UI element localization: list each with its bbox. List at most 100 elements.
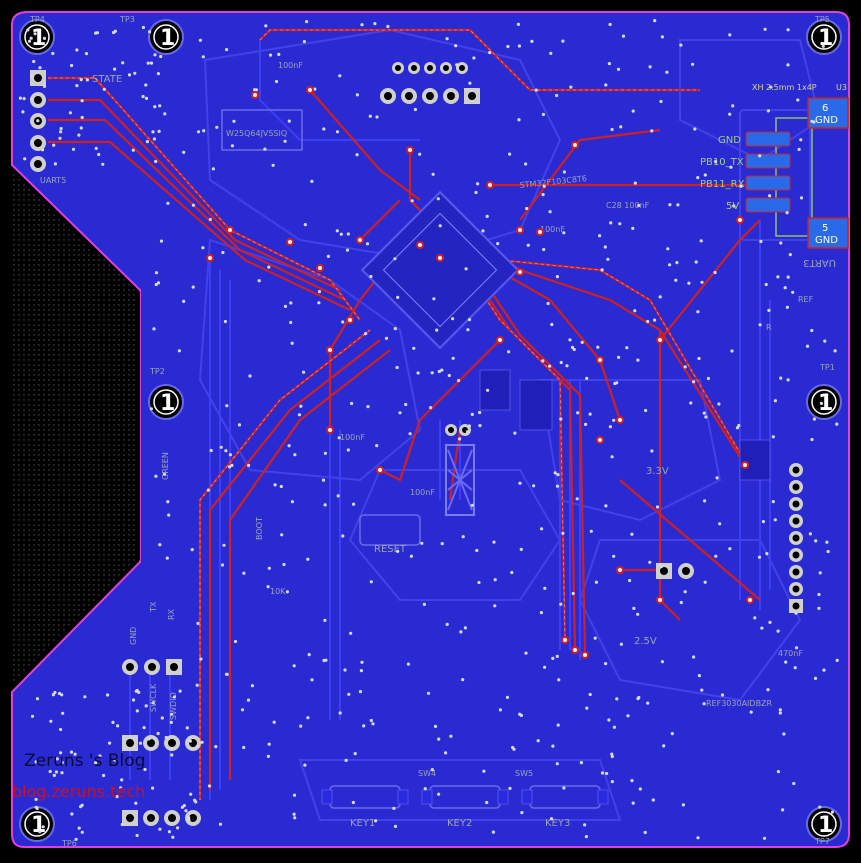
header-pin-hole — [168, 739, 176, 747]
flash-chip — [221, 109, 303, 151]
tp6-label: TP6 — [61, 839, 77, 848]
header-pin-hole — [170, 663, 178, 671]
header-pin-hole — [126, 663, 134, 671]
c28-label: C28 100nF — [606, 201, 650, 210]
uart-header-left — [30, 70, 46, 172]
header-pin-hole — [126, 814, 134, 822]
header-pin-hole — [459, 65, 465, 71]
mounting-hole-label: 1 — [818, 391, 833, 416]
state-label: STATE — [92, 74, 122, 85]
green-label: GREEN — [161, 452, 170, 480]
reset-label: RESET — [374, 544, 407, 555]
tp4-label: TP4 — [29, 15, 45, 24]
ref-label: REF — [798, 295, 814, 304]
mounting-hole: 1 — [806, 19, 842, 55]
header-pin-hole — [426, 92, 434, 100]
uart3-pad6-num: 6 — [822, 103, 828, 114]
swd-header — [122, 659, 201, 826]
mounting-hole-label: 1 — [160, 391, 175, 416]
header-pin-hole — [792, 500, 800, 508]
sw5-label: SW5 — [515, 769, 533, 778]
uart3-header-name: U3 — [836, 83, 847, 92]
header-pin-hole — [443, 65, 449, 71]
header-pin-hole — [411, 65, 417, 71]
cap-label-3: 100nF — [410, 488, 435, 497]
uart3-pad5-name: GND — [815, 235, 838, 246]
header-pin-hole — [792, 602, 800, 610]
header-pin-hole — [792, 483, 800, 491]
header-pin-hole — [792, 534, 800, 542]
tp2-label: TP2 — [149, 367, 165, 376]
watermark-url: blog.zeruns.tech — [12, 782, 145, 801]
key3-label: KEY3 — [545, 818, 570, 829]
crystal — [445, 444, 475, 516]
mounting-hole: 1 — [148, 19, 184, 55]
flash-label: W25Q64JVSSIQ — [226, 129, 287, 138]
header-pin-hole — [148, 663, 156, 671]
key1-label: KEY1 — [350, 818, 375, 829]
header-pin-hole — [147, 739, 155, 747]
header-pin-hole — [168, 814, 176, 822]
header-pin-hole — [792, 466, 800, 474]
res-label: R — [766, 323, 772, 332]
tp7-label: TP7 — [814, 837, 830, 846]
key-switch-pads — [321, 789, 609, 805]
uart3-pin-gnd: GND — [718, 135, 741, 146]
header-pin-hole — [147, 814, 155, 822]
uart5-label: UART5 — [40, 176, 66, 185]
right-header — [789, 463, 803, 613]
header-pin-hole — [427, 65, 433, 71]
uart3-pad5-num: 5 — [822, 223, 828, 234]
uart3-title: UART3 — [803, 257, 836, 268]
header-pin-hole — [384, 92, 392, 100]
header-pin-hole — [468, 92, 476, 100]
header-pin-hole — [447, 92, 455, 100]
key2-label: KEY2 — [447, 818, 472, 829]
cap-label-1: 100nF — [278, 61, 303, 70]
two-pin-connector — [656, 563, 694, 579]
tx-label: TX — [149, 601, 158, 613]
mcu-chip — [360, 190, 520, 350]
uart3-pin-tx: PB10_TX — [700, 157, 744, 168]
tp1-label: TP1 — [819, 363, 835, 372]
mounting-hole: 1 — [806, 384, 842, 420]
header-pin-hole — [189, 814, 197, 822]
header-pin-hole — [792, 551, 800, 559]
header-pin-hole — [126, 739, 134, 747]
v33-label: 3.3V — [646, 466, 669, 477]
mounting-hole-label: 1 — [31, 813, 46, 838]
sw4-label: SW4 — [418, 769, 436, 778]
top-header — [380, 62, 480, 104]
uart3-pin-rx: PB11_RX — [700, 179, 745, 190]
vref-label: REF3030AIDBZR — [706, 699, 773, 708]
mounting-hole: 1 — [148, 384, 184, 420]
mounting-hole-label: 1 — [160, 26, 175, 51]
mounting-hole-label: 1 — [818, 813, 833, 838]
gnd-left-label: GND — [129, 627, 138, 645]
v25-label: 2.5V — [634, 636, 657, 647]
res-10k-label: 10K — [270, 587, 286, 596]
header-pin-hole — [792, 517, 800, 525]
boot-label: BOOT — [255, 517, 264, 540]
vias — [18, 19, 839, 841]
mounting-hole: 1 — [19, 806, 55, 842]
uart3-pad6-name: GND — [815, 115, 838, 126]
uart3-header-desc: XH 2.5mm 1x4P — [752, 83, 817, 92]
mounting-hole: 1 — [806, 806, 842, 842]
header-pin-hole — [792, 568, 800, 576]
header-pin-hole — [792, 585, 800, 593]
cutout-area — [12, 170, 140, 688]
swclk-label: SWCLK — [149, 683, 158, 712]
header-pin-hole — [405, 92, 413, 100]
tp5-label: TP5 — [814, 15, 830, 24]
cap-label-4: 100nF — [540, 225, 565, 234]
cap-470nf-label: 470nF — [778, 649, 803, 658]
tp3-label: TP3 — [119, 15, 135, 24]
reset-switch — [359, 514, 421, 546]
header-pin-hole — [395, 65, 401, 71]
mounting-hole-label: 1 — [818, 26, 833, 51]
swdio-label: SWDIO — [169, 692, 178, 720]
regulator-pads — [479, 369, 771, 481]
